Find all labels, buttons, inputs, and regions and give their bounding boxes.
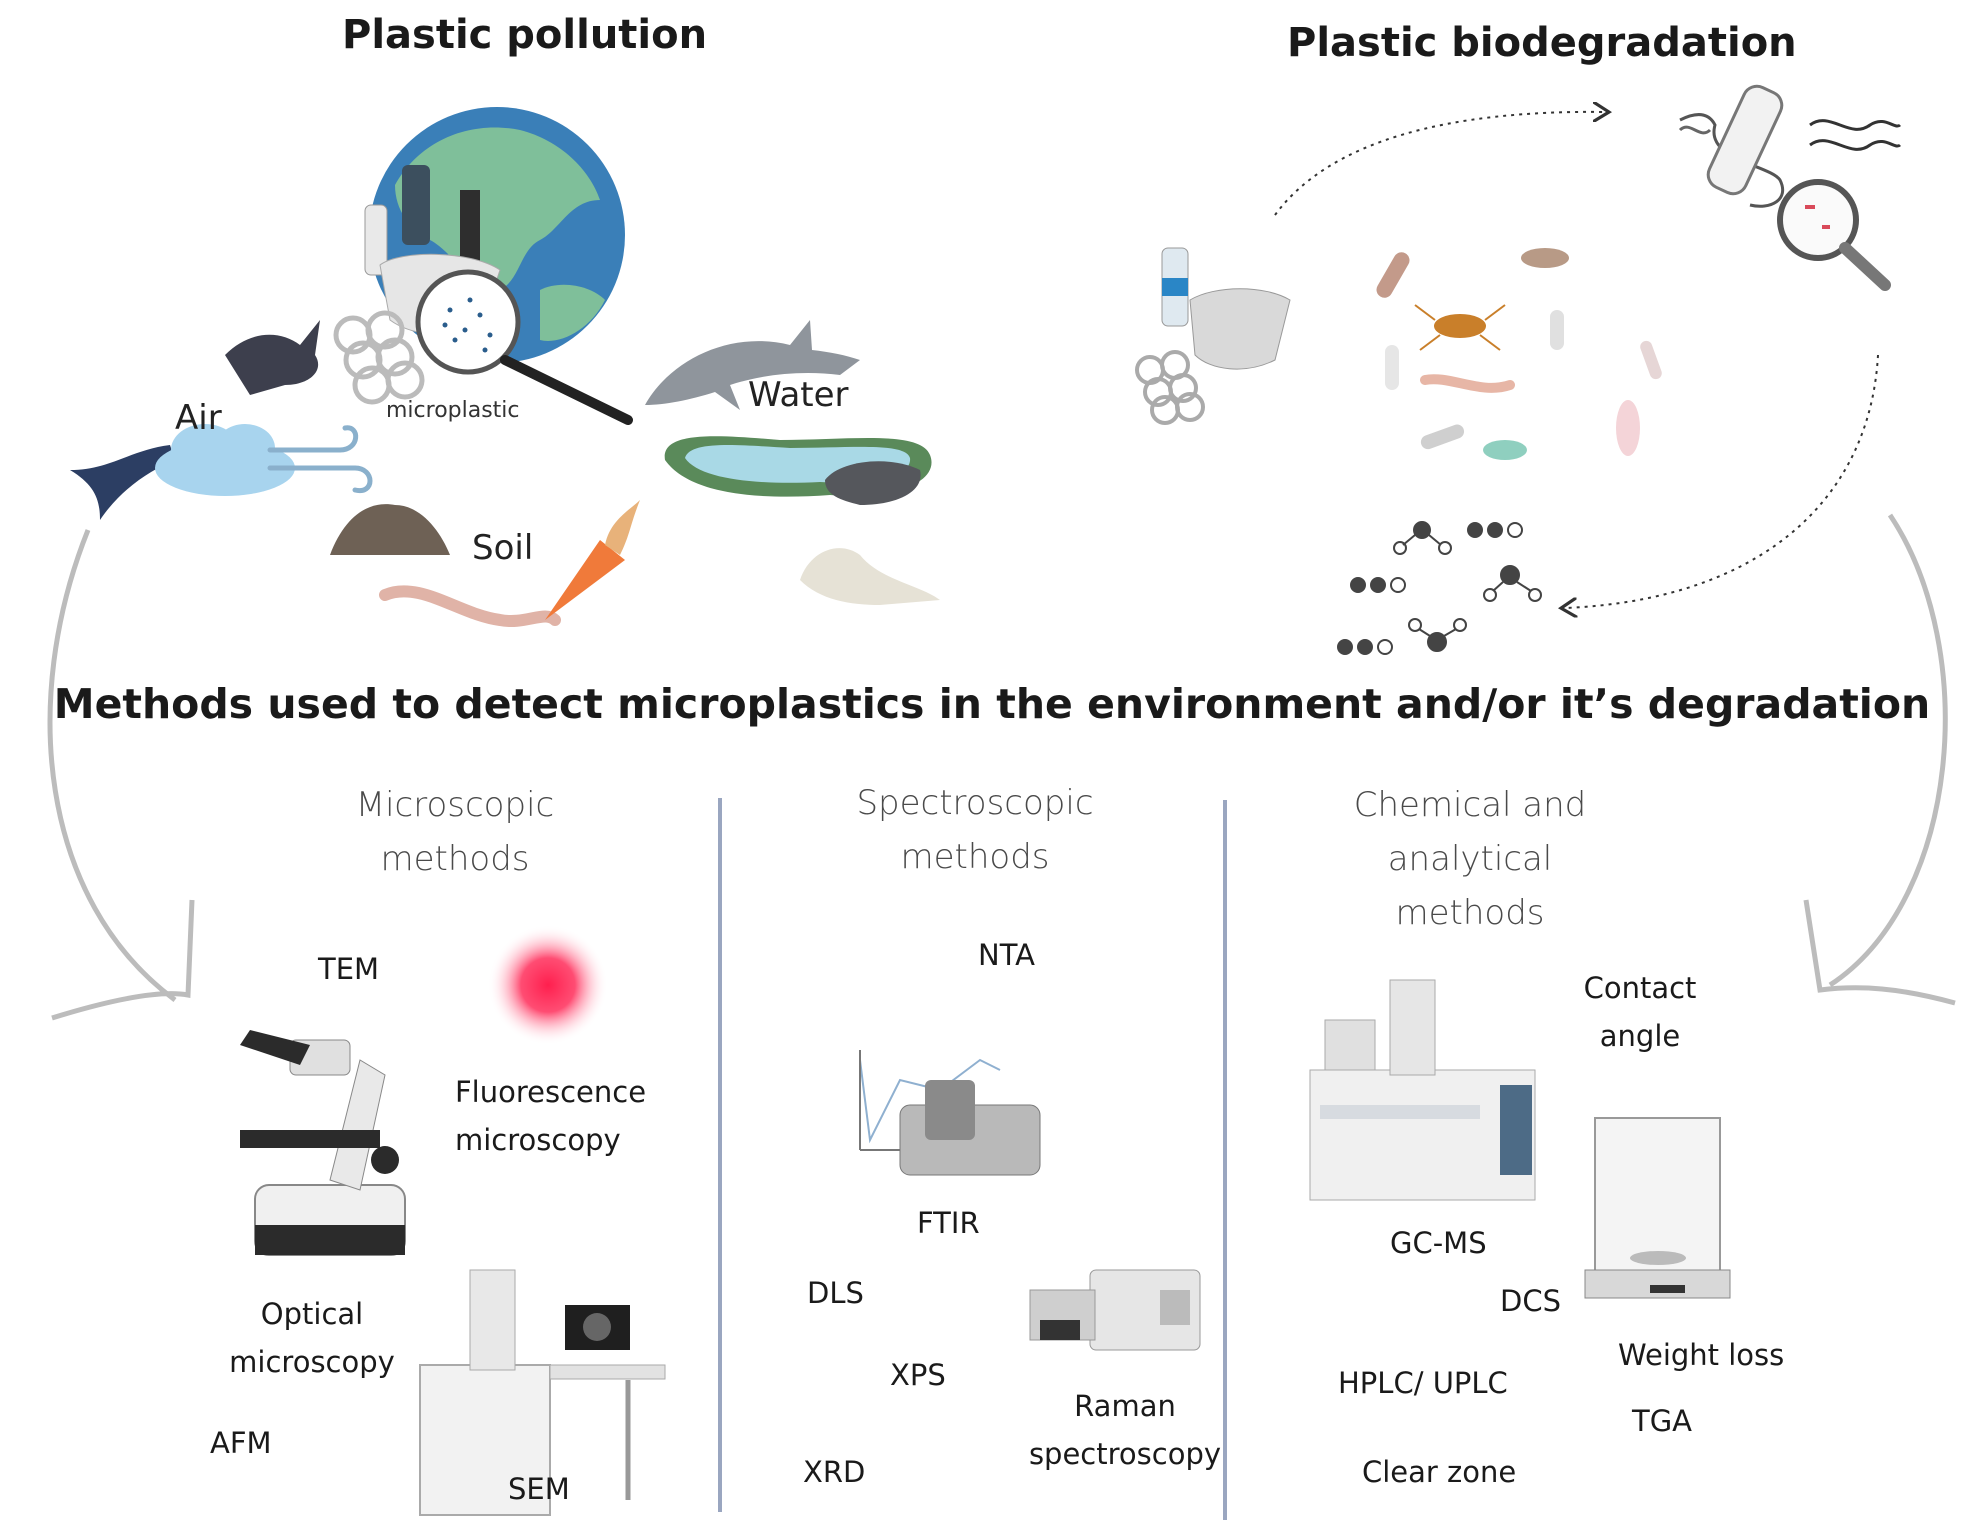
contact-line2: angle (1599, 1019, 1681, 1053)
raman-line2: spectroscopy (1028, 1437, 1222, 1471)
afm-label: AFM (210, 1426, 272, 1460)
pollution-title: Plastic pollution (342, 12, 708, 58)
sem-label: SEM (508, 1472, 570, 1506)
wind-icon (267, 425, 373, 494)
microscopic-heading-line2: methods (380, 839, 530, 879)
right-curved-arrow (1803, 513, 1956, 1006)
dls-label: DLS (807, 1276, 864, 1310)
air-label: Air (175, 398, 222, 438)
fluorescence-line2: microscopy (455, 1123, 621, 1157)
dotted-arrow-top (1274, 112, 1605, 216)
optical-microscopy-label: Optical microscopy (222, 1290, 402, 1386)
xps-label: XPS (890, 1358, 946, 1392)
xrd-label: XRD (803, 1455, 866, 1489)
fluorescence-label: Fluorescence microscopy (455, 1068, 646, 1164)
soil-icon (330, 504, 450, 555)
contact-line1: Contact (1583, 971, 1697, 1005)
gcms-instrument-icon (1309, 979, 1536, 1201)
chemical-heading-line3: methods (1395, 893, 1545, 933)
gcms-label: GC-MS (1390, 1226, 1487, 1260)
soil-label: Soil (472, 528, 534, 568)
weight-loss-label: Weight loss (1618, 1338, 1785, 1372)
molecules-icon (1337, 521, 1542, 655)
carrot-icon (545, 500, 640, 620)
dcs-label: DCS (1500, 1284, 1561, 1318)
biodegradation-title: Plastic biodegradation (1287, 20, 1797, 66)
sem-instrument-icon (419, 1269, 666, 1516)
optical-line2: microscopy (229, 1345, 395, 1379)
microbes-icon (1376, 248, 1662, 460)
seal-icon (800, 548, 940, 605)
raman-label: Raman spectroscopy (1025, 1382, 1225, 1478)
analytical-balance-icon (1584, 1117, 1731, 1299)
bottle-magnifier-icon (1678, 84, 1902, 291)
magnifier-icon (415, 269, 633, 425)
clear-zone-label: Clear zone (1362, 1455, 1517, 1489)
raman-instrument-icon (1029, 1269, 1201, 1351)
face-mask-icon (1189, 288, 1291, 370)
chemical-heading-line1: Chemical and (1353, 785, 1587, 825)
nta-label: NTA (978, 938, 1035, 972)
optical-line1: Optical (260, 1297, 364, 1331)
chemical-heading: Chemical and analytical methods (1320, 778, 1620, 940)
main-title: Methods used to detect microplastics in … (53, 680, 1931, 728)
dolphin-icon (645, 320, 860, 410)
fluorescence-glow-icon (488, 925, 608, 1045)
microscopic-heading: Microscopic methods (305, 778, 605, 886)
mussel-icon (825, 461, 921, 505)
tga-label: TGA (1632, 1404, 1693, 1438)
six-pack-rings-icon (333, 310, 425, 405)
ftir-instrument-icon (859, 1050, 1041, 1176)
rings-icon (1135, 350, 1205, 425)
cloud-icon (155, 424, 295, 496)
spectroscopic-heading-line2: methods (900, 837, 1050, 877)
worm-icon (379, 585, 561, 627)
water-label: Water (748, 375, 849, 415)
chemical-heading-line2: analytical (1387, 839, 1553, 879)
swallow-icon (70, 445, 175, 520)
spectroscopic-heading-line1: Spectroscopic (856, 783, 1094, 823)
raman-line1: Raman (1074, 1389, 1176, 1423)
left-curved-arrow (47, 529, 195, 1021)
fluorescence-line1: Fluorescence (455, 1075, 647, 1109)
spectroscopic-heading: Spectroscopic methods (825, 776, 1125, 884)
crow-icon (225, 320, 320, 395)
bottle-icon (1161, 247, 1189, 327)
ftir-label: FTIR (917, 1206, 980, 1240)
contact-angle-label: Contact angle (1570, 964, 1710, 1060)
dotted-arrow-right (1565, 354, 1879, 608)
microplastic-label: microplastic (386, 398, 520, 423)
microscopic-heading-line1: Microscopic (355, 785, 555, 825)
tem-label: TEM (318, 952, 380, 986)
optical-microscope-icon (240, 1030, 406, 1256)
hplc-label: HPLC/ UPLC (1338, 1366, 1508, 1400)
